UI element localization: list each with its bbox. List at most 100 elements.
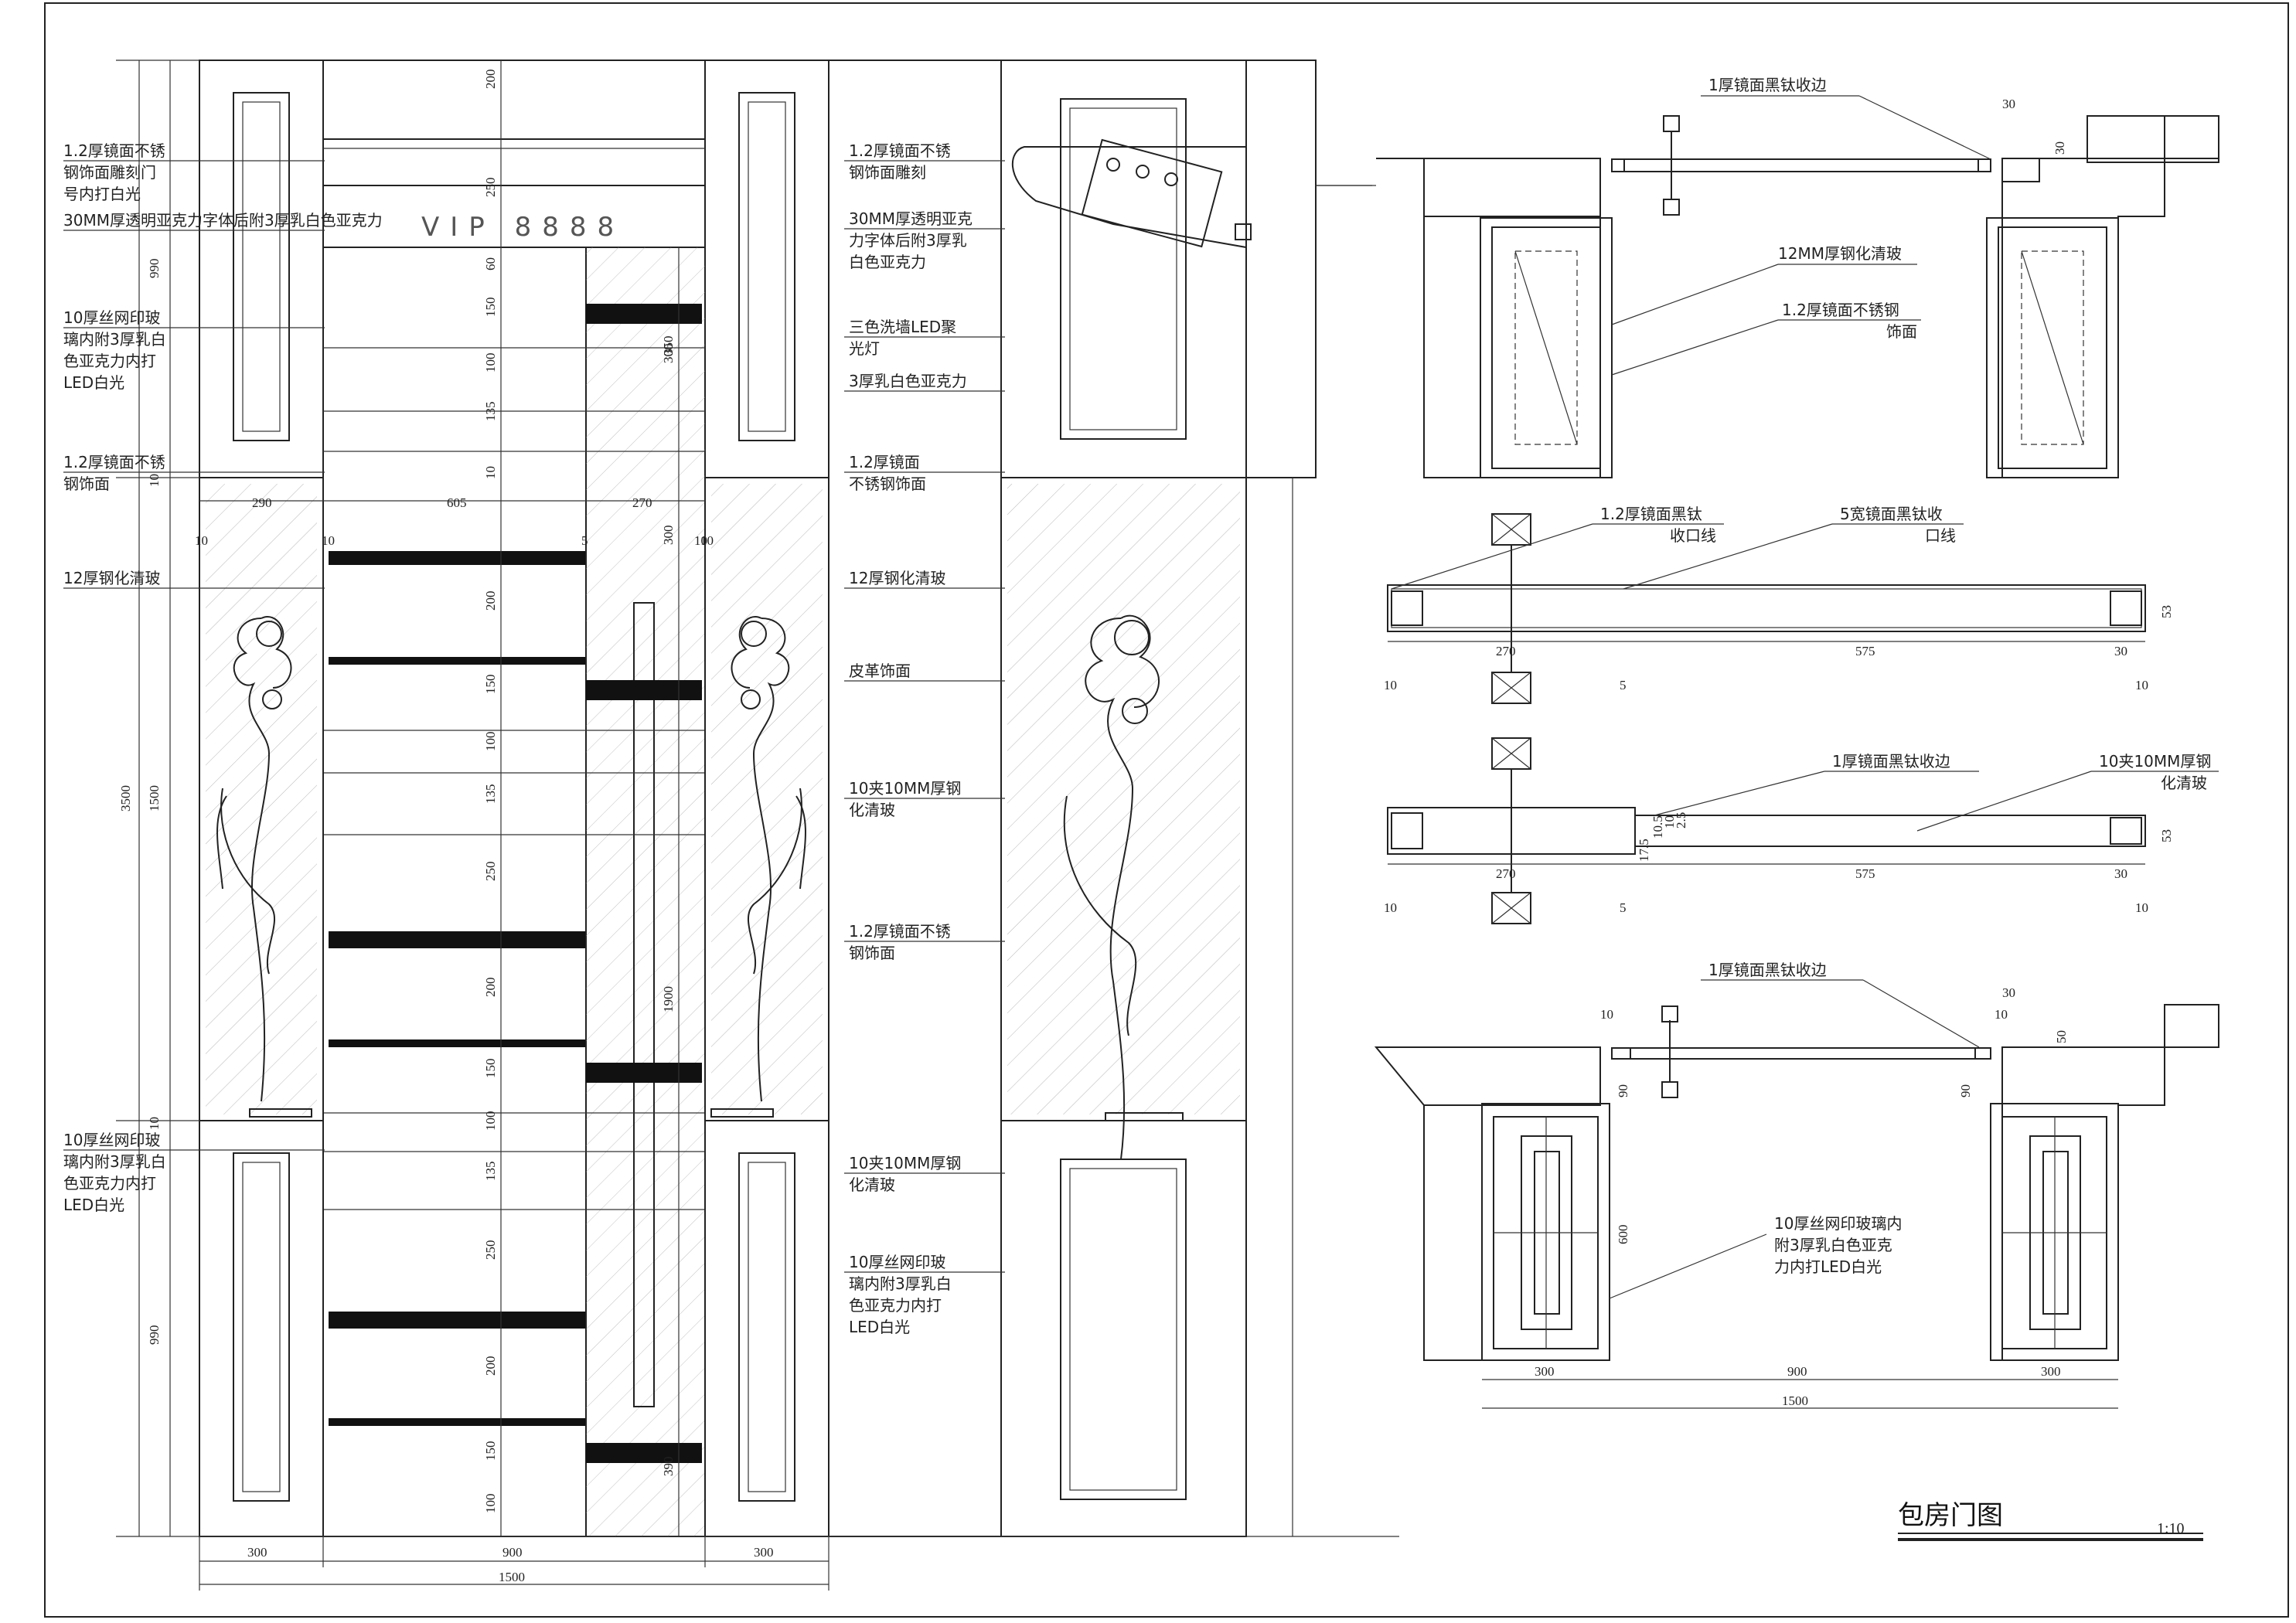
drawing-title: 包房门图 <box>1898 1500 2003 1531</box>
plan-bottom-note-led-3: 力内打LED白光 <box>1774 1257 1882 1276</box>
dim-h-605: 605 <box>447 495 467 510</box>
right-note-9-line-1: 化清玻 <box>849 1176 895 1194</box>
plan-bottom-dim-600: 600 <box>1616 1225 1630 1245</box>
door-signage-text: VIP 8888 <box>421 212 625 243</box>
sec2-dim-10-c: 10 <box>1662 815 1677 829</box>
left-note-0-line-1: 钢饰面雕刻门 <box>63 163 156 182</box>
plan-top-dim-30-a: 30 <box>2002 97 2015 111</box>
left-note-0-line-2: 号内打白光 <box>63 185 141 203</box>
sec2-dim-30: 30 <box>2114 866 2127 881</box>
dim-left-10-b: 10 <box>147 1117 162 1130</box>
plan-bottom-dim-300-b: 300 <box>2041 1364 2061 1379</box>
right-note-2-line-0: 三色洗墙LED聚 <box>849 318 956 336</box>
sec2-dim-10-a: 10 <box>1384 900 1397 915</box>
large-decorative-figure-icon <box>1063 614 1184 1160</box>
plan-bottom-dim-300-a: 300 <box>1535 1364 1555 1379</box>
right-note-7-line-0: 10夹10MM厚钢 <box>849 779 961 798</box>
sec1-note-1b: 收口线 <box>1670 526 1716 545</box>
dim-vertical-19: 150 <box>483 1441 498 1461</box>
plan-bottom-dim-10-a: 10 <box>1600 1007 1613 1022</box>
left-pilaster-bottom-panel <box>199 1120 324 1537</box>
door-pull-handle[interactable] <box>633 602 655 1407</box>
sec1-dim-53: 53 <box>2159 605 2174 618</box>
dim-vertical-15: 100 <box>483 1111 498 1131</box>
dim-vertical-10: 100 <box>483 732 498 752</box>
dim-left-990-top: 990 <box>147 259 162 279</box>
door-section-2: 270 575 30 10 5 10 53 17.5 10.5 10 2.5 1… <box>1384 737 2219 924</box>
dim-vertical-14: 150 <box>483 1059 498 1079</box>
left-note-2-line-1: 璃内附3厚乳白 <box>63 330 166 349</box>
dim-vertical-20: 100 <box>483 1494 498 1514</box>
sec2-note-1: 1厚镜面黑钛收边 <box>1832 752 1950 771</box>
sec1-dim-10-a: 10 <box>1384 678 1397 692</box>
drawing-scale: 1:10 <box>2157 1520 2185 1537</box>
plan-bottom-dim-900: 900 <box>1787 1364 1807 1379</box>
plan-bottom-note-led-2: 附3厚乳白色亚克 <box>1774 1236 1892 1254</box>
dim-vertical-12: 250 <box>483 862 498 882</box>
dim-vertical-6: 10 <box>483 466 498 479</box>
sec2-dim-575: 575 <box>1855 866 1875 881</box>
left-note-0-line-0: 1.2厚镜面不锈 <box>63 141 165 160</box>
right-note-2-line-1: 光灯 <box>849 339 880 358</box>
dim-h-270: 270 <box>632 495 652 510</box>
dim-vertical-21: 350 <box>661 336 676 356</box>
sec1-dim-30: 30 <box>2114 644 2127 658</box>
right-note-7-line-1: 化清玻 <box>849 801 895 819</box>
dim-left-10-a: 10 <box>147 474 162 487</box>
sec2-dim-10-b: 10 <box>2135 900 2148 915</box>
dim-h-5: 5 <box>581 533 588 548</box>
left-note-5-line-0: 10厚丝网印玻 <box>63 1131 160 1149</box>
left-note-4-line-0: 12厚钢化清玻 <box>63 569 160 587</box>
dim-bottom-300-right: 300 <box>754 1545 774 1560</box>
plan-bottom-dim-10-b: 10 <box>1995 1007 2008 1022</box>
plan-top-note-edge: 1厚镜面黑钛收边 <box>1708 76 1827 94</box>
signage-box <box>1011 146 1247 249</box>
plan-bottom-dim-90-b: 90 <box>1958 1084 1973 1097</box>
left-note-1-line-0: 30MM厚透明亚克力字体后附3厚乳白色亚克力 <box>63 211 383 230</box>
sec2-dim-270: 270 <box>1496 866 1516 881</box>
right-note-1-line-2: 白色亚克力 <box>849 253 926 271</box>
plan-bottom-dim-50: 50 <box>2054 1030 2069 1043</box>
plan-top-dim-30-b: 30 <box>2052 141 2067 155</box>
dim-vertical-11: 135 <box>483 784 498 805</box>
sec1-note-2b: 口线 <box>1925 526 1956 545</box>
sec1-dim-5: 5 <box>1620 678 1627 692</box>
plan-bottom-dim-30: 30 <box>2002 985 2015 1000</box>
dim-h-10-a: 10 <box>195 533 208 548</box>
sec2-dim-2-5: 2.5 <box>1674 812 1688 829</box>
front-elevation: VIP 8888 <box>63 60 1399 1591</box>
dim-vertical-24: 390 <box>661 1457 676 1477</box>
sec2-dim-17-5: 17.5 <box>1637 839 1651 862</box>
plan-top-right-panel <box>1986 217 2119 478</box>
dim-h-10-b: 10 <box>322 533 335 548</box>
dim-h-10-c: 10 <box>694 533 707 548</box>
right-note-4-line-1: 不锈钢饰面 <box>849 475 926 493</box>
title-block: 包房门图 1:10 <box>1898 1500 2203 1541</box>
dim-vertical-7: 300 <box>661 344 676 364</box>
left-note-2-line-2: 色亚克力内打 <box>63 352 156 370</box>
right-note-4-line-0: 1.2厚镜面 <box>849 453 920 471</box>
dim-bottom-300-left: 300 <box>247 1545 267 1560</box>
right-note-10-line-2: 色亚克力内打 <box>849 1296 942 1315</box>
left-note-3-line-1: 钢饰面 <box>63 475 110 493</box>
plan-top-note-glass: 12MM厚钢化清玻 <box>1778 244 1902 263</box>
sec1-dim-575: 575 <box>1855 644 1875 658</box>
dim-vertical-5: 135 <box>483 402 498 422</box>
dim-vertical-16: 135 <box>483 1162 498 1182</box>
sec2-note-2a: 10夹10MM厚钢 <box>2099 752 2211 771</box>
plan-top-note-steel-2: 饰面 <box>1886 322 1917 341</box>
dim-vertical-9: 150 <box>483 675 498 695</box>
dim-vertical-23: 1900 <box>661 986 676 1012</box>
plan-top-note-steel-1: 1.2厚镜面不锈钢 <box>1782 301 1899 319</box>
dim-vertical-17: 250 <box>483 1240 498 1261</box>
plan-bottom-right-panel <box>1990 1103 2119 1361</box>
dim-left-1500: 1500 <box>147 785 162 812</box>
dim-h-10-d: 10 <box>700 533 714 548</box>
dim-h-290: 290 <box>252 495 272 510</box>
sheet-border <box>44 2 2289 1618</box>
right-pilaster-top-panel <box>704 60 829 478</box>
right-pilaster-bottom-panel <box>704 1120 829 1537</box>
left-note-2-line-3: LED白光 <box>63 373 124 392</box>
right-note-6-line-0: 皮革饰面 <box>849 662 911 680</box>
